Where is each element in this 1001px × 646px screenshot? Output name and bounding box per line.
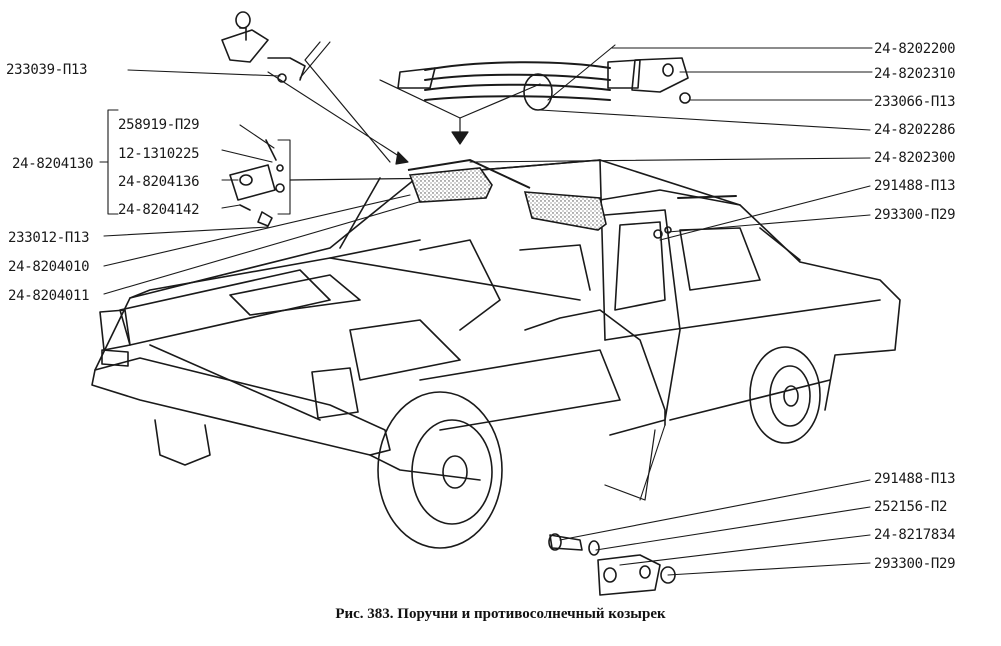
part-label: 24-8204011 [8,288,90,304]
part-label: 291488-П13 [874,178,956,194]
group-bracket [99,109,119,215]
part-label: 293300-П29 [874,207,956,223]
visor-mount-top [221,11,306,83]
sun-visor-left [408,167,493,203]
part-label: 233012-П13 [8,230,90,246]
part-label: 252156-П2 [874,499,948,515]
part-label: 258919-П29 [118,117,200,133]
door-handrail [524,309,666,426]
part-label: 233039-П13 [6,62,88,78]
visor-rod [407,158,531,189]
figure-caption: Рис. 383. Поручни и противосолнечный коз… [335,606,666,622]
part-label: 24-8204010 [8,259,90,275]
arrows [289,41,656,501]
part-label: 24-8204130 [12,156,94,172]
part-label: 24-8202300 [874,150,956,166]
part-label: 24-8202200 [874,41,956,57]
car-body [91,159,901,481]
front-wheel [377,391,503,549]
leader-lines [103,41,873,576]
sun-visor-right [523,191,607,231]
part-label: 293300-П29 [874,556,956,572]
visor-bracket [229,139,285,227]
roof-handle [653,195,737,239]
headlights [99,309,359,419]
part-label: 24-8202310 [874,66,956,82]
part-label: 24-8202286 [874,122,956,138]
handrail-assembly [397,57,691,111]
bottom-hardware [548,533,676,596]
part-label: 12-1310225 [118,146,200,162]
part-label: 233066-П13 [874,94,956,110]
rear-wheel [749,346,821,444]
part-label: 24-8204136 [118,174,200,190]
part-label: 24-8217834 [874,527,956,543]
part-label: 24-8204142 [118,202,200,218]
part-label: 291488-П13 [874,471,956,487]
front-left-wheel [154,419,211,466]
